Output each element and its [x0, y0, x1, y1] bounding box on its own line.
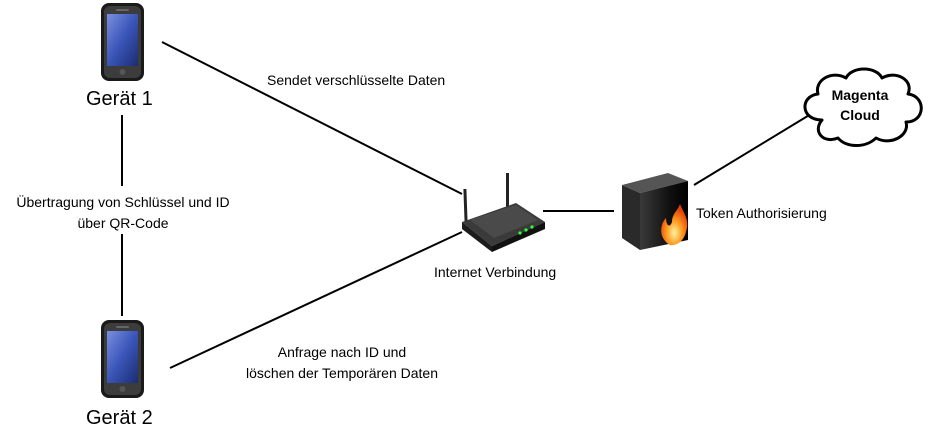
edge-label-device2-router-line2: löschen der Temporären Daten [246, 365, 438, 381]
cloud-label: Magenta Cloud [822, 85, 898, 125]
edge-device2-router [169, 231, 463, 369]
edge-label-device2-router: Anfrage nach ID und löschen der Temporär… [232, 342, 452, 384]
edge-label-device1-device2-line1: Übertragung von Schlüssel und ID [16, 194, 230, 210]
wifi-router-icon[interactable] [462, 173, 545, 252]
cloud-icon[interactable] [803, 67, 923, 147]
firewall-server-icon[interactable] [622, 173, 688, 250]
edge-device1-router [161, 41, 463, 195]
edge-label-device1-router: Sendet verschlüsselte Daten [267, 72, 446, 88]
edge-firewall-cloud [693, 113, 812, 186]
firewall-label: Token Authorisierung [696, 205, 827, 221]
router-label: Internet Verbindung [434, 264, 557, 280]
device1-label: Gerät 1 [86, 88, 153, 110]
smartphone-icon[interactable] [101, 320, 144, 398]
edge-label-device1-device2-line2: über QR-Code [77, 215, 169, 231]
edge-label-device2-router-line1: Anfrage nach ID und [277, 344, 407, 360]
edge-label-device1-device2: Übertragung von Schlüssel und ID über QR… [0, 192, 246, 234]
smartphone-icon[interactable] [101, 3, 144, 81]
cloud-label-line2: Cloud [840, 107, 880, 123]
cloud-label-line1: Magenta [831, 87, 889, 103]
device2-label: Gerät 2 [86, 407, 153, 429]
